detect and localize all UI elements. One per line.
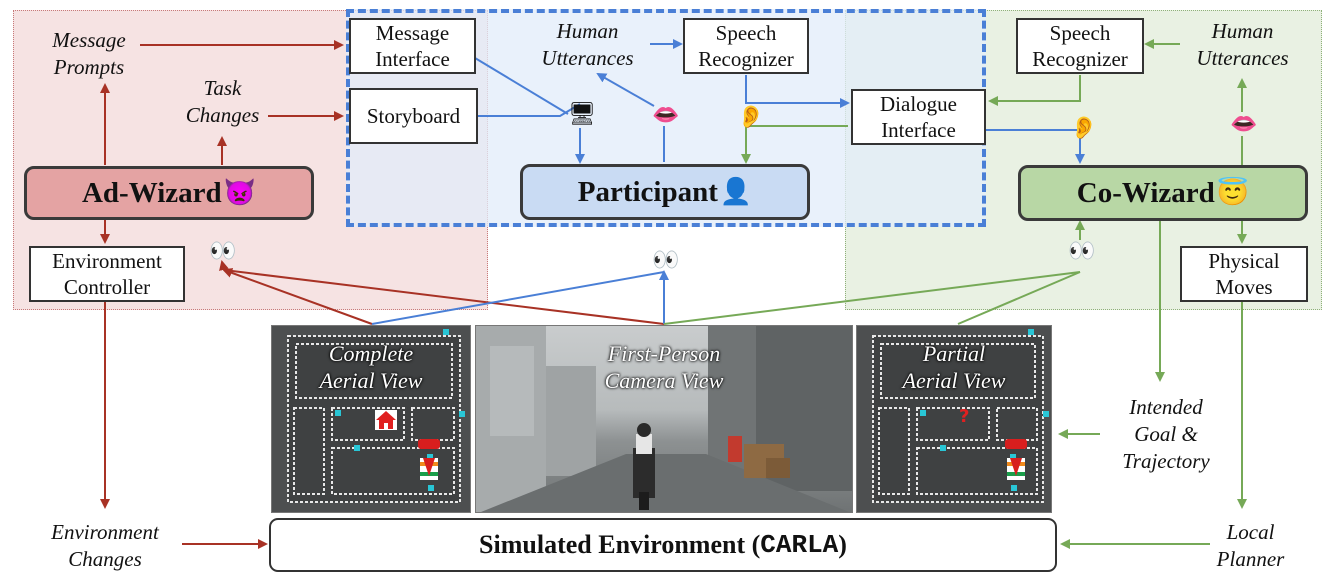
participant-label: Participant <box>577 175 718 208</box>
carla-label: CARLA <box>760 530 839 560</box>
task-changes-label: Task Changes <box>185 76 260 127</box>
storyboard-box: Storyboard <box>349 88 478 144</box>
co-wizard-label: Co-Wizard <box>1076 176 1215 209</box>
speech-recognizer-participant-box: Speech Recognizer <box>683 18 809 74</box>
participant-box: Participant 👤 <box>520 164 810 220</box>
first-person-view-label: First-Person Camera View <box>604 341 724 393</box>
intended-goal-trajectory-label: Intended Goal & Trajectory <box>1122 395 1210 473</box>
simulated-environment-box: Simulated Environment (CARLA) <box>269 518 1057 572</box>
complete-aerial-view-panel: Complete Aerial View <box>271 325 471 513</box>
ad-wizard-eyes-icon: 👀 <box>209 238 237 263</box>
partial-aerial-view-label: Partial Aerial View <box>902 341 1006 393</box>
participant-eyes-icon: 👀 <box>652 247 680 272</box>
message-prompts-label: Message Prompts <box>52 28 126 79</box>
human-utterances-co-wizard-label: Human Utterances <box>1196 19 1289 70</box>
local-planner-label: Local Planner <box>1216 520 1285 571</box>
speech-recognizer-co-wizard-box: Speech Recognizer <box>1016 18 1144 74</box>
simulated-environment-label: Simulated Environment ( <box>479 530 761 559</box>
co-wizard-lips-icon: 👄 <box>1230 111 1258 136</box>
co-wizard-eyes-icon: 👀 <box>1068 238 1096 263</box>
angel-face-icon: 😇 <box>1216 178 1250 207</box>
complete-aerial-view-label: Complete Aerial View <box>319 341 423 393</box>
partial-aerial-view-panel: ? Partial Aerial View <box>856 325 1052 513</box>
complete-aerial-map <box>287 329 465 503</box>
dialogue-interface-box: Dialogue Interface <box>851 89 986 145</box>
environment-controller-box: Environment Controller <box>29 246 185 302</box>
message-interface-box: Message Interface <box>349 18 476 74</box>
unknown-goal-icon: ? <box>959 406 970 427</box>
ad-wizard-label: Ad-Wizard <box>81 176 222 209</box>
participant-ear-icon: 👂 <box>737 104 765 129</box>
first-person-scene <box>476 326 852 512</box>
monitor-icon: 🖥 <box>568 102 596 127</box>
partial-aerial-map <box>872 329 1049 503</box>
co-wizard-ear-icon: 👂 <box>1070 115 1098 140</box>
devil-face-icon: 👿 <box>223 178 256 207</box>
environment-changes-label: Environment Changes <box>51 520 159 571</box>
home-marker-icon <box>375 410 397 430</box>
physical-moves-box: Physical Moves <box>1180 246 1308 302</box>
person-silhouette-icon: 👤 <box>719 177 753 206</box>
ad-wizard-box: Ad-Wizard 👿 <box>24 166 314 220</box>
participant-lips-icon: 👄 <box>652 102 680 127</box>
simulated-environment-label-end: ) <box>838 530 847 559</box>
human-utterances-participant-label: Human Utterances <box>541 19 634 70</box>
first-person-view-panel: First-Person Camera View <box>475 325 853 513</box>
co-wizard-box: Co-Wizard 😇 <box>1018 165 1308 221</box>
